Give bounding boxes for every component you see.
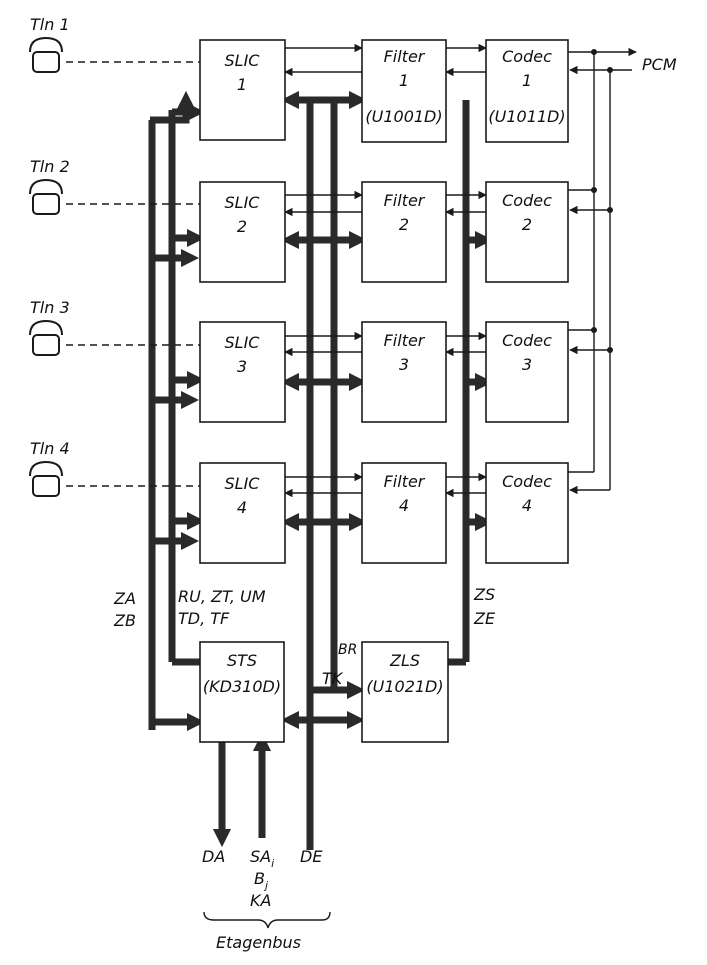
filter-block-3: Filter 3 xyxy=(361,321,447,423)
de-bus-front xyxy=(306,160,338,640)
codec-block-1: Codec 1 (U1011D) xyxy=(485,39,569,143)
zls-name: ZLS xyxy=(389,651,420,670)
sa-subscript: i xyxy=(271,857,274,870)
telephone-icon-2 xyxy=(29,178,63,215)
slic-2-name: SLIC xyxy=(225,193,261,212)
filter-1-number: 1 xyxy=(399,71,409,90)
codec-1-chip: (U1011D) xyxy=(488,107,565,126)
codec-block-4: Codec 4 xyxy=(485,462,569,564)
sa-label: SAi xyxy=(250,847,274,870)
br-label: BR xyxy=(338,642,357,658)
tk-label: TK xyxy=(322,669,344,688)
etagenbus-label: Etagenbus xyxy=(216,933,301,952)
codec-3-number: 3 xyxy=(522,355,532,374)
codec-block-2: Codec 2 xyxy=(485,181,569,283)
codec-4-number: 4 xyxy=(522,496,532,515)
telephone-icon-4 xyxy=(29,460,63,497)
zls-block: ZLS (U1021D) xyxy=(361,641,449,743)
filter-3-name: Filter xyxy=(384,331,426,350)
subscriber-lines xyxy=(66,61,200,487)
codec-1-number: 1 xyxy=(522,71,532,90)
slic-3-name: SLIC xyxy=(225,333,261,352)
ze-label: ZE xyxy=(473,609,496,628)
b-subscript: j xyxy=(263,879,269,892)
filter-block-2: Filter 2 xyxy=(361,181,447,283)
control-label-line1: RU, ZT, UM xyxy=(178,587,266,606)
codec-4-name: Codec xyxy=(502,472,552,491)
slic-block-1: SLIC 1 xyxy=(199,39,286,141)
control-label-line2: TD, TF xyxy=(178,609,230,628)
telephone-icon-1 xyxy=(29,36,63,73)
slic-block-4: SLIC 4 xyxy=(199,462,286,564)
subscriber-label-4: Tln 4 xyxy=(30,439,70,458)
filter-2-number: 2 xyxy=(399,215,409,234)
de-label: DE xyxy=(300,847,323,866)
sts-block: STS (KD310D) xyxy=(199,641,285,743)
filter-block-4: Filter 4 xyxy=(361,462,447,564)
slic-4-number: 4 xyxy=(237,498,247,517)
sa-text: SA xyxy=(250,847,271,866)
slic-block-2: SLIC 2 xyxy=(199,181,286,283)
slic-filter-lines xyxy=(284,43,363,498)
codec-2-number: 2 xyxy=(522,215,532,234)
filter-block-1: Filter 1 (U1001D) xyxy=(361,39,447,143)
codec-block-3: Codec 3 xyxy=(485,321,569,423)
filter-2-name: Filter xyxy=(384,191,426,210)
codec-2-name: Codec xyxy=(502,191,552,210)
b-text: B xyxy=(254,869,265,888)
codec-1-name: Codec xyxy=(502,47,552,66)
subscriber-label-1: Tln 1 xyxy=(30,15,70,34)
slic-3-number: 3 xyxy=(237,357,247,376)
telephone-icon-3 xyxy=(29,319,63,356)
slic-1-number: 1 xyxy=(237,75,247,94)
subscriber-label-2: Tln 2 xyxy=(30,157,70,176)
zb-label: ZB xyxy=(113,611,136,630)
subscriber-label-3: Tln 3 xyxy=(30,298,70,317)
control-lines-bus xyxy=(168,102,206,666)
etagenbus-brace xyxy=(203,911,331,929)
slic-block-3: SLIC 3 xyxy=(199,321,286,423)
zs-ze-bus xyxy=(448,100,494,666)
filter-4-number: 4 xyxy=(399,496,409,515)
filter-1-name: Filter xyxy=(384,47,426,66)
de-bus xyxy=(280,90,368,850)
slic-2-number: 2 xyxy=(237,217,247,236)
slic-1-name: SLIC xyxy=(225,51,261,70)
sts-name: STS xyxy=(227,651,257,670)
filter-3-number: 3 xyxy=(399,355,409,374)
pcm-lines xyxy=(568,47,637,495)
zls-chip: (U1021D) xyxy=(366,677,443,696)
da-label: DA xyxy=(202,847,225,866)
codec-3-name: Codec xyxy=(502,331,552,350)
filter-1-chip: (U1001D) xyxy=(365,107,442,126)
filter-4-name: Filter xyxy=(384,472,426,491)
slic-4-name: SLIC xyxy=(225,474,261,493)
ka-label: KA xyxy=(250,891,271,910)
zs-label: ZS xyxy=(473,585,495,604)
b-label: Bj xyxy=(254,869,269,892)
pcm-label: PCM xyxy=(642,55,677,74)
filter-codec-lines xyxy=(445,43,487,498)
za-label: ZA xyxy=(113,589,136,608)
sts-chip: (KD310D) xyxy=(203,677,281,696)
